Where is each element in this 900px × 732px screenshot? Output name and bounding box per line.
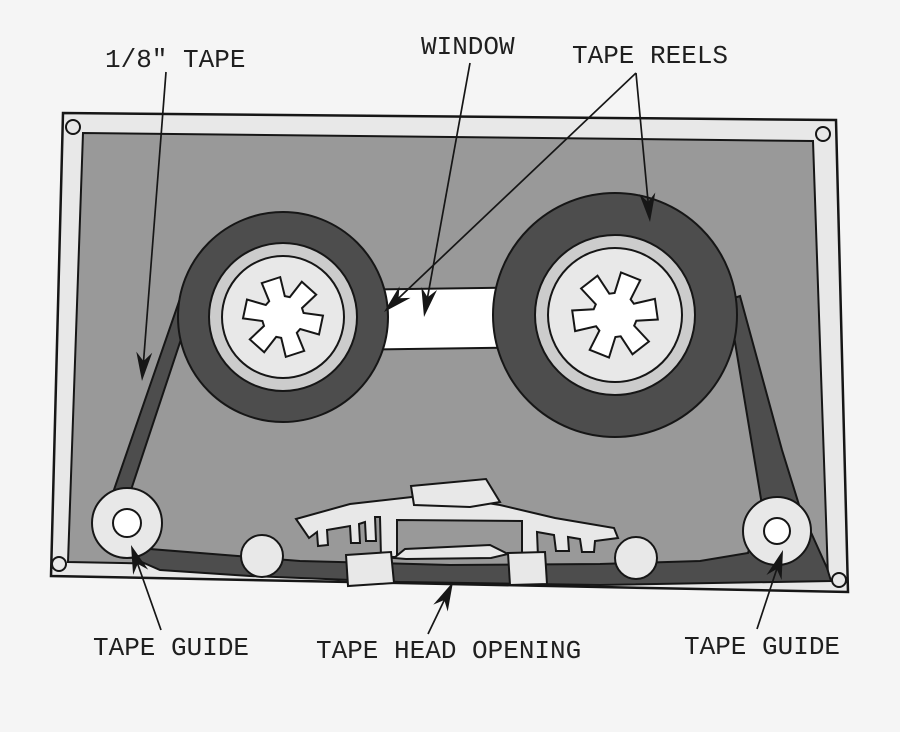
screw-hole-top-left <box>65 119 81 135</box>
left-roller-pin <box>240 534 284 578</box>
leader-tape-head-opening <box>427 597 446 635</box>
right-tape-reel <box>492 192 738 438</box>
right-foot-block <box>506 550 549 587</box>
label-tape-guide-right: TAPE GUIDE <box>684 632 840 662</box>
label-tape-guide-left: TAPE GUIDE <box>93 633 249 663</box>
leader-window-arrowhead <box>421 287 437 317</box>
right-tape-guide <box>742 496 812 566</box>
tape-head-opening-structure <box>294 477 620 588</box>
right-roller-pin <box>614 536 658 580</box>
left-guide-hole <box>112 508 142 538</box>
label-window: WINDOW <box>421 32 515 62</box>
leader-tape-reels-right <box>635 72 650 205</box>
leader-tape-reels-left-arrowhead <box>384 286 411 312</box>
pressure-pad-tab <box>409 477 502 509</box>
leader-tape-reels-right-arrowhead <box>639 192 656 222</box>
leader-window <box>426 62 471 300</box>
screw-hole-top-right <box>815 126 831 142</box>
leader-lines <box>131 62 783 635</box>
leader-tape-width-arrowhead <box>136 351 153 381</box>
left-foot-block <box>344 550 396 588</box>
label-tape-reels: TAPE REELS <box>572 41 728 71</box>
leader-tape-guide-right-arrowhead <box>766 550 783 580</box>
screw-hole-bottom-right <box>831 572 847 588</box>
leader-tape-reels-left <box>396 72 637 301</box>
right-hub-spline <box>571 271 659 359</box>
leader-tape-guide-left-arrowhead <box>131 545 149 575</box>
left-tape-reel <box>177 211 389 423</box>
right-guide-hole <box>763 517 791 545</box>
left-hub-spline <box>241 275 325 359</box>
label-tape-head-opening: TAPE HEAD OPENING <box>316 636 581 666</box>
leader-tape-guide-left <box>136 561 162 631</box>
leader-tape-guide-right <box>756 566 779 630</box>
screw-hole-bottom-left <box>51 556 67 572</box>
label-tape-width: 1/8" TAPE <box>105 45 245 75</box>
leader-tape-head-opening-arrowhead <box>433 582 453 612</box>
leader-tape-width <box>142 71 167 364</box>
left-tape-guide <box>91 487 163 559</box>
head-opening-arch <box>294 495 620 558</box>
